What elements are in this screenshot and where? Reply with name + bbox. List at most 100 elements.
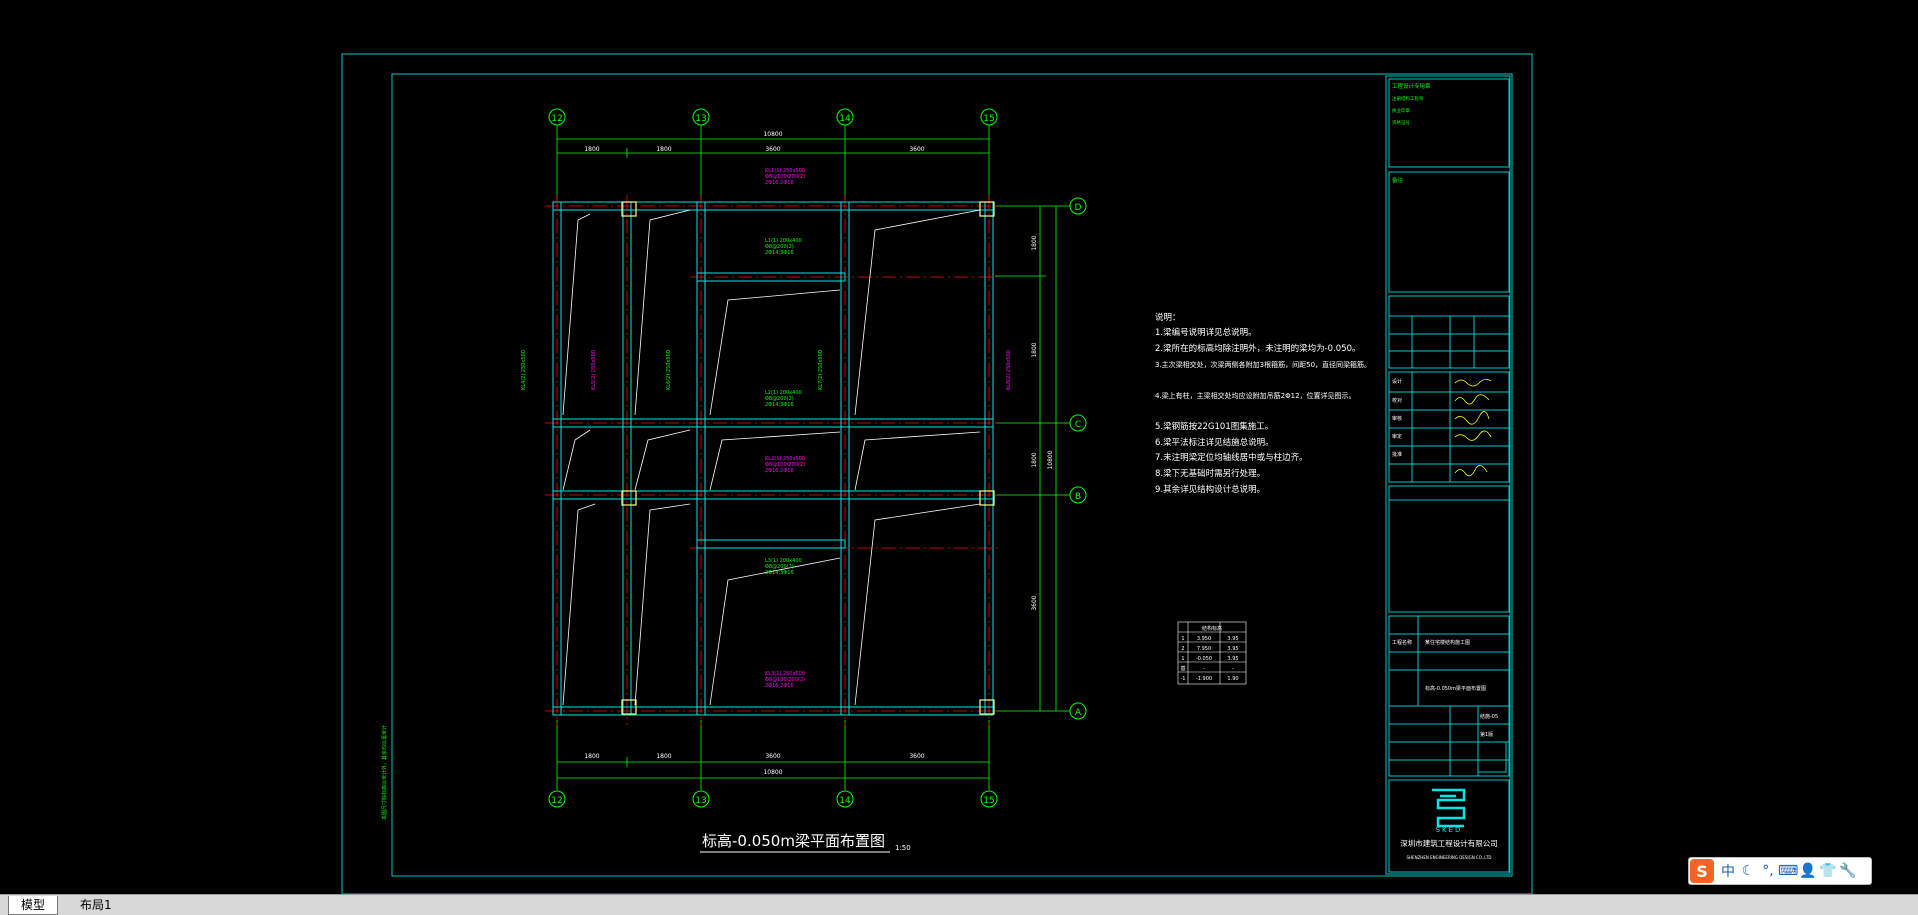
svg-text:L2(1) 200x400: L2(1) 200x400 bbox=[765, 390, 802, 396]
drawing-scale: 1:50 bbox=[895, 844, 911, 852]
company-name-en: SHENZHEN ENGINEERING DESIGN CO.,LTD bbox=[1407, 855, 1492, 860]
layout-tab-bar: 模型 布局1 bbox=[0, 894, 1918, 915]
dimension-lines-right bbox=[995, 205, 1070, 712]
cad-model-canvas[interactable]: 12 13 14 15 12 13 14 15 D C B A 10800 18… bbox=[0, 0, 1918, 895]
company-logo bbox=[1432, 788, 1466, 828]
tab-layout1[interactable]: 布局1 bbox=[80, 898, 112, 912]
company-name: 深圳市建筑工程设计有限公司 bbox=[1400, 838, 1498, 848]
grid-label-top: 12 bbox=[551, 114, 562, 124]
note-line: 4.梁上有柱，主梁相交处均应设附加吊筋2Φ12，位置详见图示。 bbox=[1155, 391, 1356, 400]
grid-label-bottom: 12 bbox=[551, 796, 562, 806]
svg-text:KL2(1) 250x500: KL2(1) 250x500 bbox=[765, 456, 805, 462]
sign-label: 设计 bbox=[1392, 378, 1402, 385]
dim-segment-bottom: 1800 bbox=[584, 753, 599, 760]
grid-bubbles-right: D C B A bbox=[1069, 197, 1087, 720]
grid-label-right: B bbox=[1075, 492, 1081, 502]
side-note: 本图尺寸除标高以米计外，其余均以毫米计 bbox=[381, 725, 388, 820]
title-block bbox=[1385, 75, 1511, 875]
dimension-lines-bottom bbox=[556, 720, 990, 790]
elevation-table bbox=[1177, 621, 1247, 685]
notes-heading: 说明： bbox=[1155, 312, 1181, 323]
grid-label-right: A bbox=[1075, 708, 1082, 718]
ime-user-icon[interactable]: 👤 bbox=[1799, 863, 1817, 879]
title-block-heading: 工程设计专用章 bbox=[1392, 82, 1431, 90]
drawing-title: 标高-0.050m梁平面布置图 bbox=[702, 832, 885, 850]
sign-label: 审定 bbox=[1392, 433, 1402, 440]
dim-segment-bottom: 3600 bbox=[765, 753, 780, 760]
grid-label-right: C bbox=[1075, 420, 1081, 430]
dim-segment-top: 3600 bbox=[909, 146, 924, 153]
sign-label: 批准 bbox=[1392, 451, 1402, 458]
project-label: 工程名称 bbox=[1392, 639, 1412, 646]
dim-overall-bottom: 10800 bbox=[763, 769, 782, 776]
elev-table-header: 结构标高 bbox=[1202, 625, 1222, 632]
company-logo-text: SKED bbox=[1436, 826, 1463, 834]
note-line: 7.未注明梁定位均轴线居中或与柱边齐。 bbox=[1155, 452, 1308, 463]
grid-label-top: 14 bbox=[839, 114, 851, 124]
dim-right: 3600 bbox=[1031, 595, 1038, 610]
tab-model[interactable]: 模型 bbox=[8, 896, 59, 915]
dim-right-total: 10800 bbox=[1047, 450, 1054, 469]
elev-cell: -1.900 bbox=[1196, 676, 1212, 682]
svg-text:Φ8@200(2): Φ8@200(2) bbox=[765, 564, 794, 570]
svg-text:2Φ14;3Φ16: 2Φ14;3Φ16 bbox=[765, 250, 794, 256]
svg-text:Φ8@100/200(2): Φ8@100/200(2) bbox=[765, 462, 805, 468]
grid-label-bottom: 14 bbox=[839, 796, 851, 806]
sogou-logo-icon[interactable]: S bbox=[1690, 859, 1714, 883]
svg-text:2Φ16;2Φ16: 2Φ16;2Φ16 bbox=[765, 683, 794, 689]
grid-label-right: D bbox=[1075, 203, 1082, 213]
beam-annotations: KL1(1) 250x500 Φ8@100/200(2) 2Φ16;2Φ16 L… bbox=[521, 168, 1012, 689]
svg-text:2Φ16;2Φ16: 2Φ16;2Φ16 bbox=[765, 468, 794, 474]
elev-cell: 基 bbox=[1180, 665, 1185, 672]
svg-text:2Φ14;3Φ16: 2Φ14;3Φ16 bbox=[765, 570, 794, 576]
grid-label-bottom: 15 bbox=[983, 796, 994, 806]
ime-language-toggle[interactable]: 中 bbox=[1721, 864, 1735, 880]
svg-text:Φ8@200(2): Φ8@200(2) bbox=[765, 244, 794, 250]
stamp-line: 注册结构工程师 bbox=[1392, 95, 1424, 102]
elev-cell: 3.95 bbox=[1227, 656, 1238, 662]
ime-settings-icon[interactable]: 🔧 bbox=[1839, 863, 1857, 879]
elev-cell: -0.050 bbox=[1196, 656, 1212, 662]
sign-label: 校对 bbox=[1392, 397, 1402, 404]
general-notes: 说明： 1.梁编号说明详见总说明。 2.梁所在的标高均除注明外，未注明的梁均为-… bbox=[1155, 312, 1371, 495]
grid-bubbles-top: 12 13 14 15 bbox=[548, 108, 998, 126]
signatures bbox=[1454, 379, 1492, 477]
grid-label-top: 15 bbox=[983, 114, 994, 124]
svg-text:KL1(1) 250x500: KL1(1) 250x500 bbox=[765, 168, 805, 174]
ime-skin-icon[interactable]: 👕 bbox=[1819, 863, 1837, 879]
ime-toolbar[interactable]: S 中 ☾ °, ⌨ 👤 👕 🔧 bbox=[1688, 857, 1872, 885]
ime-keyboard-icon[interactable]: ⌨ bbox=[1778, 863, 1799, 879]
remarks-label: 备注 bbox=[1392, 176, 1404, 184]
columns bbox=[621, 201, 995, 715]
note-line: 6.梁平法标注详见结施总说明。 bbox=[1155, 437, 1274, 448]
elev-cell: - bbox=[1203, 666, 1205, 672]
drawing-sheet[interactable]: 12 13 14 15 12 13 14 15 D C B A 10800 18… bbox=[0, 0, 1918, 895]
dim-segment-top: 3600 bbox=[765, 146, 780, 153]
svg-text:KL6(2) 250x500: KL6(2) 250x500 bbox=[666, 350, 672, 390]
elev-cell: - bbox=[1232, 666, 1234, 672]
leader-lines bbox=[562, 209, 981, 706]
svg-text:KL7(2) 250x500: KL7(2) 250x500 bbox=[818, 350, 824, 390]
ime-punctuation-icon[interactable]: °, bbox=[1762, 863, 1774, 879]
svg-text:Φ8@200(2): Φ8@200(2) bbox=[765, 396, 794, 402]
dimension-lines-top bbox=[556, 125, 990, 200]
svg-text:L3(1) 200x400: L3(1) 200x400 bbox=[765, 558, 802, 564]
svg-text:KL8(2) 250x500: KL8(2) 250x500 bbox=[1006, 350, 1012, 390]
note-line: 3.主次梁相交处，次梁两侧各附加3根箍筋，间距50，直径同梁箍筋。 bbox=[1155, 360, 1371, 369]
sheet-inner-frame bbox=[391, 73, 1513, 877]
svg-text:KL3(1) 250x500: KL3(1) 250x500 bbox=[765, 671, 805, 677]
note-line: 8.梁下无基础时需另行处理。 bbox=[1155, 468, 1265, 479]
ime-moon-icon[interactable]: ☾ bbox=[1741, 863, 1755, 879]
elev-cell: 2 bbox=[1181, 646, 1184, 652]
project-name: 某住宅楼结构施工图 bbox=[1425, 639, 1470, 646]
elev-cell: 1.90 bbox=[1227, 676, 1238, 682]
elev-cell: 1 bbox=[1181, 636, 1184, 642]
svg-text:Φ8@100/200(2): Φ8@100/200(2) bbox=[765, 174, 805, 180]
dim-segment-top: 1800 bbox=[584, 146, 599, 153]
elev-cell: 1 bbox=[1181, 656, 1184, 662]
svg-text:KL4(2) 250x500: KL4(2) 250x500 bbox=[521, 350, 527, 390]
dim-overall-top: 10800 bbox=[763, 131, 782, 138]
stamp-line: 资格证号 bbox=[1392, 119, 1410, 126]
elev-cell: 3.950 bbox=[1197, 636, 1211, 642]
stamp-line: 执业印章 bbox=[1392, 107, 1410, 114]
